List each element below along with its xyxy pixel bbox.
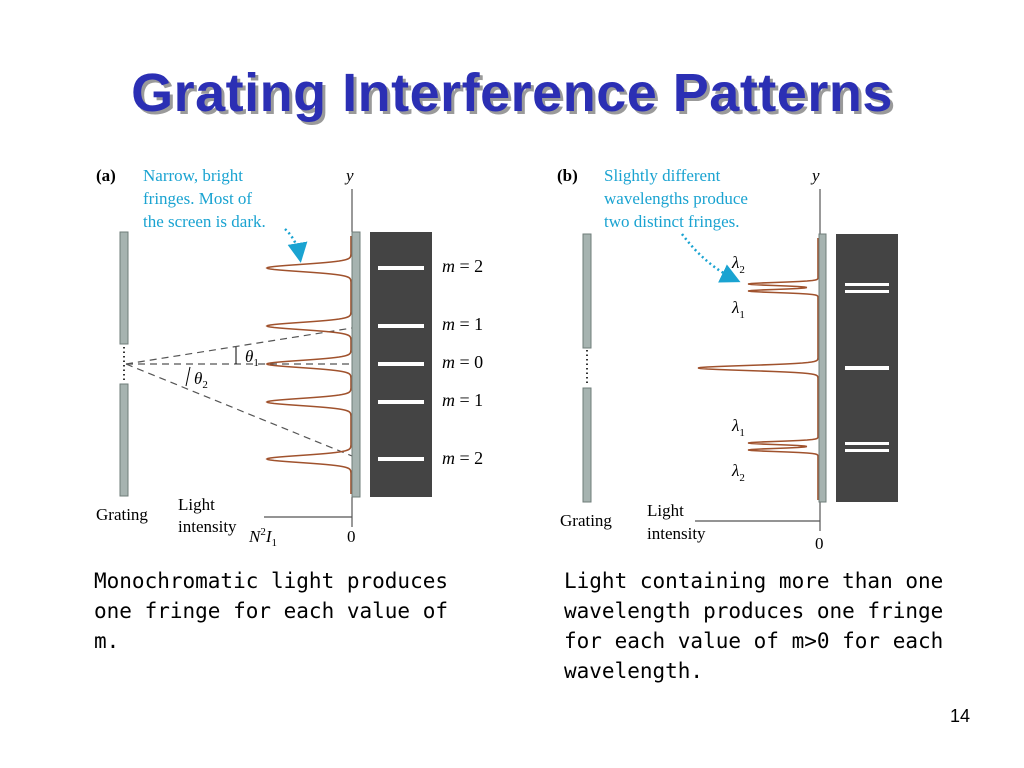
caption-monochromatic: Monochromatic light produces one fringe … [94, 569, 449, 653]
panel-a-theta1: θ1 [245, 347, 259, 369]
panel-a-order-label: m = 2 [442, 256, 483, 276]
panel-b-intensity-curve [697, 238, 819, 500]
panel-a-order-label: m = 1 [442, 314, 483, 334]
panel-b-annotation-line-2: wavelengths produce [604, 189, 748, 208]
panel-a-intensity-label-2: intensity [178, 517, 237, 536]
panel-a-grating-upper [119, 231, 129, 345]
slide-number: 14 [949, 706, 970, 726]
panel-b-lambda-label: λ2 [731, 461, 745, 484]
panel-b-zero-label: 0 [815, 534, 824, 553]
panel-a-intensity-label-1: Light [178, 495, 215, 514]
panel-a-order-label: m = 1 [442, 390, 483, 410]
panel-b-intensity-label-2: intensity [647, 524, 706, 543]
panel-a-ray-m2-down [125, 363, 353, 457]
panel-a-theta2: θ2 [194, 369, 208, 391]
panel-b-grating-label: Grating [560, 511, 612, 530]
panel-b-fringe-bottom-lambda1 [845, 442, 889, 445]
panel-b-intensity-label-1: Light [647, 501, 684, 520]
panel-b-fringe-top-lambda2 [845, 283, 889, 286]
panel-b: (b) Slightly different wavelengths produ… [557, 166, 898, 553]
panel-b-fringe-bottom-lambda2 [845, 449, 889, 452]
panel-a-grating-lower [119, 383, 129, 497]
panel-a-screen-edge [351, 231, 361, 498]
panel-a-order-label: m = 0 [442, 352, 483, 372]
slide-title: Grating Interference Patterns [131, 63, 893, 123]
panel-a-annotation-line-3: the screen is dark. [143, 212, 266, 231]
panel-b-lambda-label: λ2 [731, 253, 745, 276]
panel-a: (a) Narrow, bright fringes. Most of the … [96, 166, 483, 549]
panel-a-label: (a) [96, 166, 116, 185]
panel-b-fringe-top-lambda1 [845, 290, 889, 293]
panel-a-intensity-curve [265, 236, 352, 494]
panel-a-ray-m1-up [125, 327, 353, 365]
panel-b-label: (b) [557, 166, 578, 185]
panel-a-annotation-arrow [284, 228, 308, 263]
panel-b-grating-upper [582, 233, 592, 349]
panel-b-annotation-arrow [680, 233, 741, 283]
panel-a-theta2-arc [185, 366, 191, 387]
panel-a-peak-label: N2I1 [248, 526, 277, 549]
panel-a-grating-label: Grating [96, 505, 148, 524]
panel-b-lambda-label: λ1 [731, 416, 745, 439]
panel-b-fringe-center [845, 366, 889, 370]
panel-a-zero-label: 0 [347, 527, 356, 546]
panel-a-fringe-m1-top [378, 324, 424, 328]
panel-a-annotation-line-1: Narrow, bright [143, 166, 243, 185]
panel-b-y-label: y [810, 166, 820, 185]
caption-multi-wavelength: Light containing more than one wavelengt… [564, 569, 944, 683]
panel-a-annotation-line-2: fringes. Most of [143, 189, 252, 208]
panel-b-screen-edge [818, 233, 827, 503]
panel-b-grating-lower [582, 387, 592, 503]
panel-a-fringe-m1-bottom [378, 400, 424, 404]
panel-b-annotation-line-1: Slightly different [604, 166, 721, 185]
panel-b-annotation-line-3: two distinct fringes. [604, 212, 740, 231]
panel-a-y-label: y [344, 166, 354, 185]
panel-a-fringe-m0 [378, 362, 424, 366]
panel-a-order-label: m = 2 [442, 448, 483, 468]
panel-a-fringe-m2-bottom [378, 457, 424, 461]
panel-b-lambda-label: λ1 [731, 298, 745, 321]
panel-a-fringe-m2-top [378, 266, 424, 270]
